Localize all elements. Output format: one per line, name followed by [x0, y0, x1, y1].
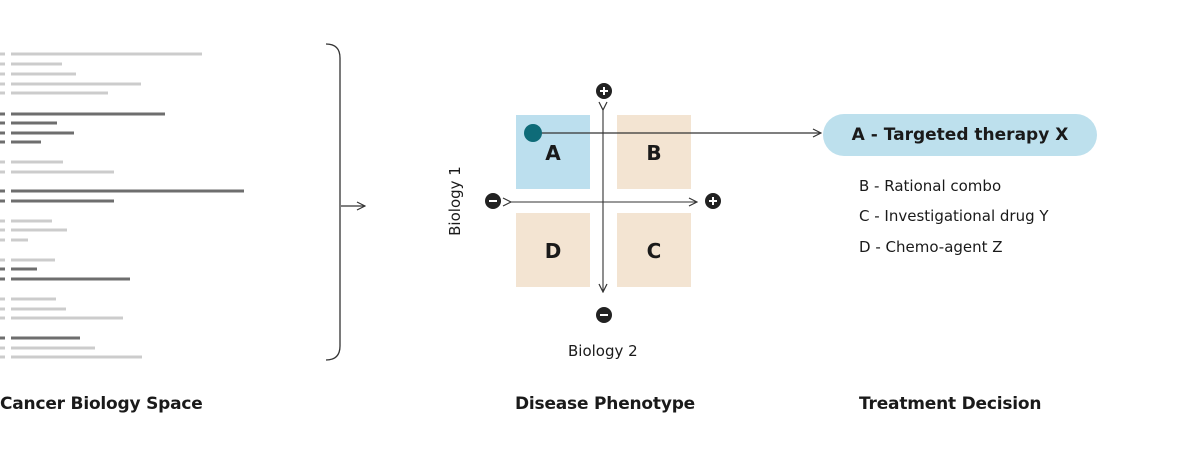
bar-stub	[0, 91, 5, 95]
biology-bar-list	[0, 52, 244, 359]
bar-stub	[0, 82, 5, 86]
bar-stub	[0, 238, 5, 242]
selected-treatment-label: A - Targeted therapy X	[851, 125, 1069, 145]
biology-bar	[11, 160, 63, 164]
caption-biology-space: Cancer Biology Space	[0, 394, 203, 414]
biology-bar	[11, 228, 67, 232]
caption-phenotype: Disease Phenotype	[515, 394, 696, 414]
biology-bar	[11, 131, 74, 135]
bar-stub	[0, 267, 5, 271]
patient-marker	[524, 124, 542, 142]
treatment-option-b: B - Rational combo	[859, 177, 1002, 195]
biology-bar	[11, 277, 130, 281]
quadrant-b-box	[617, 115, 691, 189]
quadrant-a-label: A	[545, 141, 561, 165]
quadrant-c-label: C	[646, 239, 662, 263]
biology-bar	[11, 199, 114, 203]
quadrant-c-box	[617, 213, 691, 287]
biology-bar	[11, 140, 41, 144]
biology-bar	[11, 219, 52, 223]
biology-bar	[11, 82, 141, 86]
biology-bar	[11, 62, 62, 66]
horizontal-axis-label: Biology 2	[568, 342, 638, 360]
quadrant-d-label: D	[544, 239, 562, 263]
plus-icon-top	[596, 83, 612, 99]
bar-stub	[0, 72, 5, 76]
bracket	[325, 43, 341, 361]
bar-stub	[0, 199, 5, 203]
biology-bar	[11, 189, 244, 193]
quadrant-d-box	[516, 213, 590, 287]
bar-stub	[0, 140, 5, 144]
caption-decision: Treatment Decision	[859, 394, 1042, 414]
minus-icon-bottom	[596, 307, 612, 323]
biology-bar	[11, 258, 55, 262]
bar-stub	[0, 112, 5, 116]
biology-bar	[11, 307, 66, 311]
bar-stub	[0, 346, 5, 350]
bar-stub	[0, 297, 5, 301]
bar-stub	[0, 189, 5, 193]
biology-bar	[11, 336, 80, 340]
biology-bar	[11, 121, 57, 125]
bar-stub	[0, 52, 5, 56]
biology-bar	[11, 91, 108, 95]
bar-stub	[0, 160, 5, 164]
quadrant-b-label: B	[646, 141, 662, 165]
bar-stub	[0, 228, 5, 232]
bar-stub	[0, 307, 5, 311]
biology-bar	[11, 52, 202, 56]
biology-bar	[11, 72, 76, 76]
biology-bar	[11, 170, 114, 174]
vertical-axis-label: Biology 1	[446, 166, 464, 236]
bar-stub	[0, 131, 5, 135]
biology-bar	[11, 112, 165, 116]
treatment-option-d: D - Chemo-agent Z	[859, 238, 1003, 256]
biology-bar	[11, 267, 37, 271]
bar-stub	[0, 170, 5, 174]
bar-stub	[0, 219, 5, 223]
plus-icon-right	[705, 193, 721, 209]
bar-stub	[0, 258, 5, 262]
bar-stub	[0, 355, 5, 359]
bar-stub	[0, 121, 5, 125]
minus-icon-left	[485, 193, 501, 209]
bar-stub	[0, 336, 5, 340]
biology-bar	[11, 297, 56, 301]
bar-stub	[0, 62, 5, 66]
biology-bar	[11, 346, 95, 350]
biology-bar	[11, 238, 28, 242]
biology-bar	[11, 316, 123, 320]
bar-stub	[0, 316, 5, 320]
biology-bar	[11, 355, 142, 359]
bar-stub	[0, 277, 5, 281]
treatment-option-c: C - Investigational drug Y	[859, 207, 1049, 225]
selected-treatment-pill: A - Targeted therapy X	[823, 114, 1097, 156]
